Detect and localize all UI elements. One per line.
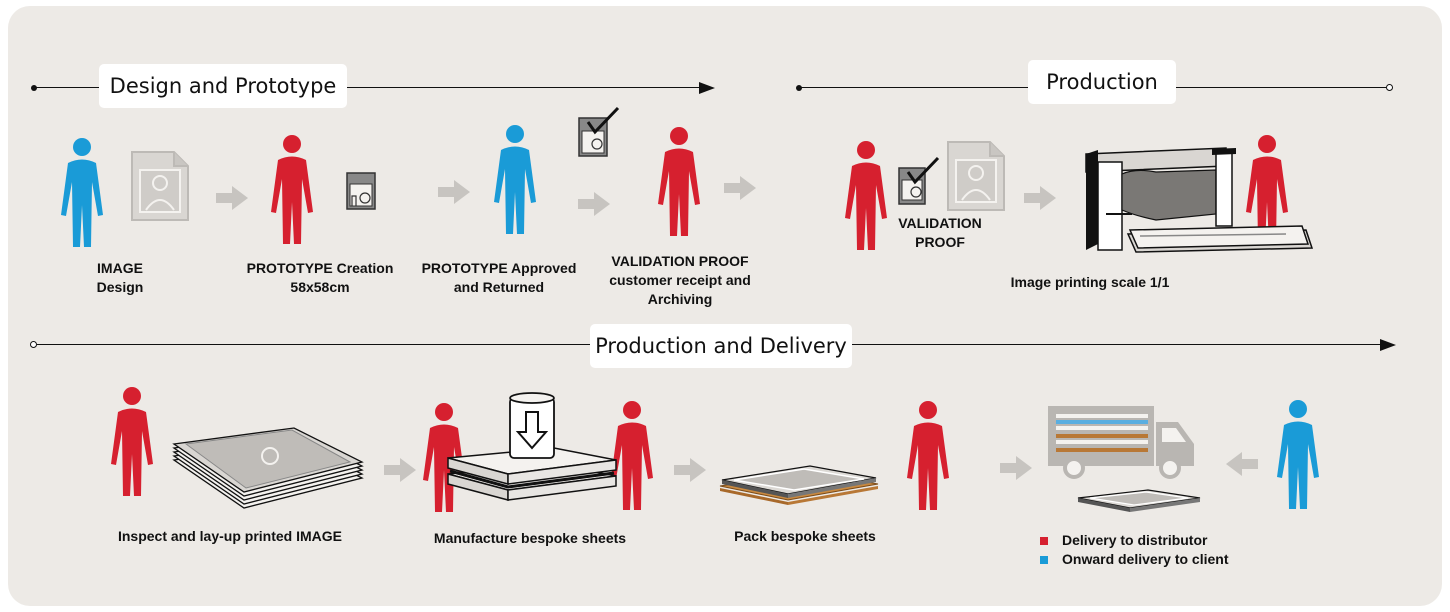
- section-label-delivery: Production and Delivery: [590, 324, 852, 368]
- timeline-production-start-dot: [796, 85, 802, 91]
- customer-person-icon: [493, 122, 537, 242]
- flow-arrow-return: [1226, 452, 1258, 481]
- legend-label-distributor: Delivery to distributor: [1062, 532, 1208, 548]
- printed-image-stack-icon: [166, 412, 366, 517]
- delivery-truck-icon: [1046, 404, 1196, 485]
- printer-operator-person-icon: [1245, 132, 1289, 252]
- client-person-icon: [1276, 397, 1320, 517]
- section-label-production: Production: [1028, 60, 1176, 104]
- timeline-delivery-arrowhead: [1380, 339, 1396, 351]
- timeline-design-line: [34, 87, 700, 88]
- flow-arrow-7: [674, 458, 706, 487]
- flow-arrow-3: [578, 192, 610, 221]
- flow-arrow-1: [216, 186, 248, 215]
- section-label-design: Design and Prototype: [99, 64, 347, 108]
- flow-arrow-6: [384, 458, 416, 487]
- legend-label-client: Onward delivery to client: [1062, 551, 1229, 567]
- flow-arrow-8: [1000, 456, 1032, 485]
- caption-inspect: Inspect and lay-up printed IMAGE: [117, 528, 343, 544]
- prototype-sample-icon: [346, 172, 376, 215]
- inspector-person-icon: [110, 384, 154, 504]
- validation-proof-check-icon: [898, 156, 942, 213]
- caption-image-printing: Image printing scale 1/1: [1010, 274, 1170, 290]
- designer-person-icon: [60, 135, 104, 255]
- image-document-icon: [130, 150, 190, 227]
- timeline-design-arrowhead: [699, 82, 715, 94]
- flow-arrow-5: [1024, 186, 1056, 215]
- legend-swatch-blue: [1040, 555, 1048, 564]
- archivist-person-icon: [657, 124, 701, 244]
- large-format-printer-icon: [1076, 144, 1316, 269]
- sheet-press-icon: [444, 392, 624, 507]
- creator-person-icon: [270, 132, 314, 252]
- legend-swatch-red: [1040, 536, 1048, 545]
- timeline-delivery-start-dot: [30, 341, 37, 348]
- timeline-start-dot: [31, 85, 37, 91]
- packed-sheets-pallet-icon: [714, 456, 884, 511]
- delivered-sheets-pallet-icon: [1074, 486, 1204, 521]
- validation-image-document-icon: [946, 140, 1006, 217]
- timeline-production-end-dot: [1386, 84, 1393, 91]
- flow-arrow-2: [438, 180, 470, 209]
- caption-manufacture: Manufacture bespoke sheets: [433, 530, 627, 546]
- legend-item-client: Onward delivery to client: [1040, 550, 1240, 569]
- production-operator-person-icon: [844, 138, 888, 258]
- manufacturer-right-person-icon: [610, 398, 654, 518]
- caption-pack: Pack bespoke sheets: [734, 528, 876, 544]
- approved-prototype-check-icon: [578, 106, 622, 163]
- legend-item-distributor: Delivery to distributor: [1040, 531, 1240, 550]
- manufacturer-left-person-icon: [422, 400, 466, 520]
- flow-arrow-4: [724, 176, 756, 205]
- delivery-legend: Delivery to distributor Onward delivery …: [1040, 531, 1240, 569]
- packer-person-icon: [906, 398, 950, 518]
